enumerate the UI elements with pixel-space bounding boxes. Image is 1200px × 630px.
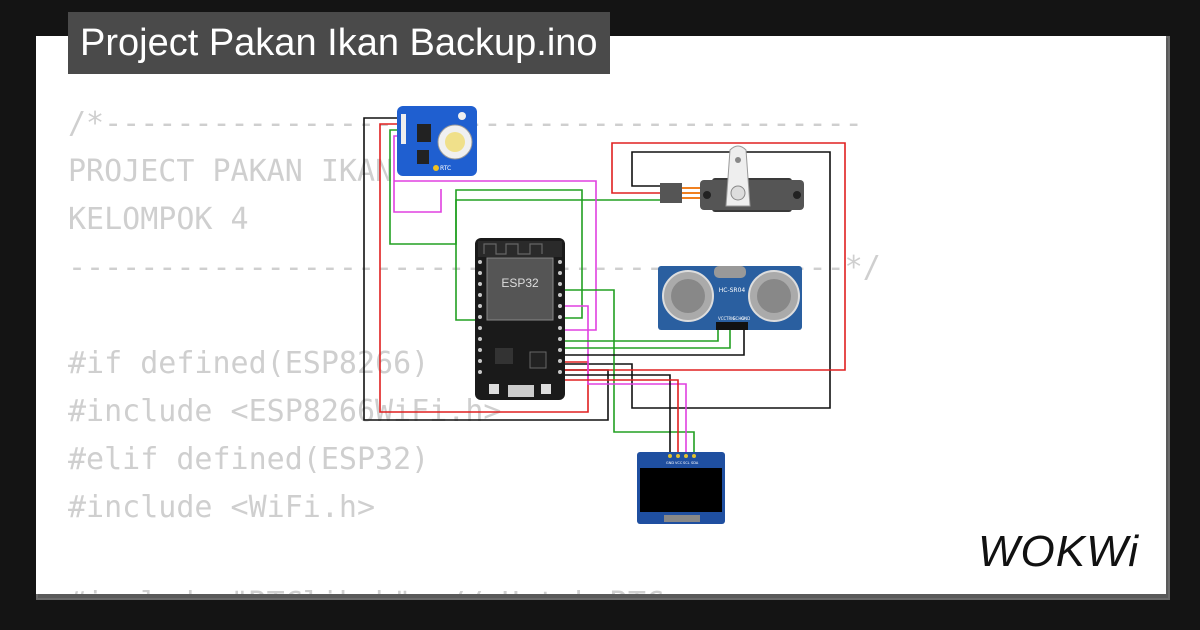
- rtc-module[interactable]: RTC: [397, 106, 477, 176]
- ultrasonic-sensor[interactable]: HC-SR04 VCC TRIG ECHO GND: [658, 266, 802, 330]
- wire-green: [556, 330, 719, 342]
- wire-red: [379, 123, 589, 413]
- rtc-label: RTC: [440, 165, 451, 172]
- wire-magenta: [394, 180, 597, 331]
- code-line: KELOMPOK 4: [68, 202, 249, 237]
- pin-label: GND: [741, 316, 750, 321]
- servo-motor[interactable]: [660, 145, 804, 212]
- pin-label: TRIG: [725, 316, 736, 321]
- wire-red: [556, 379, 679, 452]
- code-line: #include "RTClib.h" // Untuk RTC: [68, 580, 881, 594]
- esp32-label: ESP32: [501, 276, 539, 290]
- coin-battery-icon: [445, 132, 465, 152]
- sensor-label: HC-SR04: [719, 287, 746, 294]
- pin-label: GND: [666, 461, 674, 465]
- wire-red: [556, 142, 846, 371]
- star-icon: [458, 112, 466, 120]
- wires: [363, 117, 846, 452]
- rtc-chip: [417, 124, 431, 142]
- code-line: #include <WiFi.h>: [68, 490, 376, 525]
- antenna-icon: [483, 243, 543, 255]
- esp32-pins: [478, 260, 562, 374]
- pin-label: SCL: [683, 461, 690, 465]
- wire-black: [556, 330, 745, 356]
- pin-label: ECHO: [733, 316, 744, 321]
- receiver-icon: [757, 279, 791, 313]
- oled-screen: [640, 468, 722, 512]
- usb-port: [508, 385, 534, 397]
- code-background: /*--------------------------------------…: [68, 100, 881, 594]
- wire-black: [556, 374, 671, 452]
- pin-label: SDA: [691, 461, 699, 465]
- code-line: #include <ESP8266WiFi.h>: [68, 394, 502, 429]
- preview-card: /*--------------------------------------…: [36, 36, 1166, 594]
- transmitter-icon: [671, 279, 705, 313]
- wokwi-logo: WOKWi: [978, 527, 1140, 576]
- pin-label: VCC: [675, 461, 683, 465]
- pin-label: VCC: [718, 316, 727, 321]
- project-title: Project Pakan Ikan Backup.ino: [68, 12, 610, 74]
- oled-display[interactable]: GND VCC SCL SDA: [637, 452, 725, 524]
- wire-green: [455, 189, 583, 321]
- wire-magenta: [556, 305, 687, 452]
- wire-magenta: [393, 135, 442, 213]
- boot-button[interactable]: [489, 384, 499, 394]
- code-line: #if defined(ESP8266): [68, 346, 430, 381]
- wire-green: [556, 289, 695, 452]
- wire-black: [556, 151, 831, 409]
- code-line: #elif defined(ESP32): [68, 442, 430, 477]
- reset-button[interactable]: [541, 384, 551, 394]
- wire-green: [389, 129, 660, 245]
- code-line: PROJECT PAKAN IKAN: [68, 154, 394, 189]
- esp32-board[interactable]: ESP32: [475, 238, 565, 400]
- wire-green: [556, 330, 731, 349]
